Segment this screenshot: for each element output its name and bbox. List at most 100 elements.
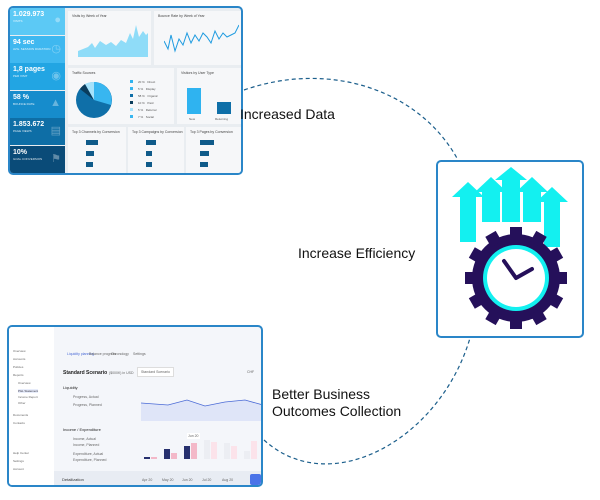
month-label: Aug 20 bbox=[222, 478, 234, 482]
traffic-pct: 5 % bbox=[138, 87, 144, 91]
kpi-label: Goal conversion bbox=[13, 156, 43, 161]
analytics-dashboard-screenshot: 1.029.973Visits●94 secAvg. session durat… bbox=[8, 6, 243, 175]
traffic-name: Direct bbox=[147, 80, 156, 84]
arrow-up-icon bbox=[452, 167, 568, 247]
traffic-name: Paid bbox=[147, 101, 154, 105]
label-line-2: Outcomes Collection bbox=[272, 403, 402, 419]
tab[interactable]: Chronology bbox=[111, 352, 129, 356]
eye-icon: ◉ bbox=[51, 70, 61, 82]
connector-top bbox=[243, 77, 459, 161]
sidebar-item[interactable]: Settings bbox=[13, 459, 24, 463]
traffic-legend-item: 5 % Referral bbox=[130, 108, 156, 112]
sidebar-item[interactable]: Documents bbox=[13, 413, 29, 417]
traffic-pct: 10 % bbox=[138, 101, 145, 105]
visits-area-chart bbox=[78, 25, 148, 57]
kpi-value: 94 sec bbox=[13, 38, 35, 46]
kpi-label: Page views bbox=[13, 129, 32, 133]
kpi-label: Bounce rate bbox=[13, 101, 35, 106]
sidebar-item[interactable]: Overview bbox=[13, 349, 26, 353]
kpi-label: Per visit bbox=[13, 74, 28, 78]
traffic-pct: 20 % bbox=[138, 80, 145, 84]
pages-card: Top 3 Pages by Conversion bbox=[186, 127, 241, 173]
visits-chart-card: Visits by Week of Year bbox=[68, 11, 151, 65]
kpi-label: Visits bbox=[13, 19, 23, 23]
traffic-legend-item: 5 % Display bbox=[130, 87, 156, 91]
document-icon: ▤ bbox=[50, 125, 61, 137]
label-increased-data: Increased Data bbox=[240, 106, 335, 122]
currency-select[interactable]: CHF bbox=[247, 370, 255, 374]
sidebar-item[interactable]: Income Report bbox=[18, 395, 38, 399]
scenario-select[interactable]: Standard Scenario bbox=[137, 367, 174, 377]
detailization-select[interactable]: Detailization bbox=[62, 477, 84, 482]
pages-title: Top 3 Pages by Conversion bbox=[190, 130, 233, 134]
chart-tooltip: Jun 20 bbox=[187, 433, 200, 439]
kpi-tile: 58 %Bounce rate ▲ bbox=[10, 90, 65, 118]
sidebar-item[interactable]: Contacts bbox=[13, 421, 25, 425]
tab[interactable]: Balance progress bbox=[89, 352, 117, 356]
warning-icon: ▲ bbox=[50, 96, 61, 109]
kpi-tile: 94 secAvg. session duration◷ bbox=[10, 35, 65, 63]
scenario-title: Standard Scenario bbox=[63, 370, 108, 376]
traffic-pct: 5 % bbox=[138, 108, 144, 112]
label-increase-efficiency: Increase Efficiency bbox=[298, 245, 416, 261]
sidebar-item[interactable]: P&L Statement bbox=[18, 389, 39, 393]
kpi-label: Avg. session duration bbox=[13, 46, 51, 51]
scenario-subtitle: ($000K) in USD bbox=[109, 371, 134, 375]
kpi-value: 58 % bbox=[13, 93, 29, 101]
settings-fab-button[interactable] bbox=[250, 474, 261, 485]
visitor-title: Visitors by User Type bbox=[181, 71, 214, 75]
month-label: Jul 20 bbox=[202, 478, 212, 482]
gear-icon bbox=[465, 227, 567, 329]
gear-clock-arrows-icon bbox=[452, 167, 568, 329]
month-label: Jun 20 bbox=[182, 478, 193, 482]
legend-expenditure-planned: Expenditure, Planned bbox=[73, 458, 107, 462]
legend-income-planned: Income, Planned bbox=[73, 443, 100, 447]
legend-progress-actual: Progress, Actual bbox=[73, 395, 99, 399]
traffic-title: Traffic Sources bbox=[72, 71, 96, 75]
month-label: Apr 20 bbox=[142, 478, 153, 482]
sidebar-item[interactable]: Policies bbox=[13, 365, 24, 369]
traffic-pct: 7 % bbox=[138, 115, 144, 119]
kpi-tile: 10%Goal conversion⚑ bbox=[10, 145, 65, 173]
bar-returning bbox=[217, 102, 231, 114]
traffic-pct: 58 % bbox=[138, 94, 145, 98]
connector-bottom bbox=[263, 337, 471, 465]
kpi-tile: 1,8 pagesPer visit ◉ bbox=[10, 63, 65, 90]
traffic-name: Organic bbox=[147, 94, 158, 98]
sidebar-item[interactable]: Accounts bbox=[13, 357, 26, 361]
tab[interactable]: Liquidity planning bbox=[67, 352, 95, 356]
legend-progress-planned: Progress, Planned bbox=[73, 403, 102, 407]
traffic-legend-item: 20 % Direct bbox=[130, 80, 155, 84]
bar-new bbox=[187, 88, 201, 114]
label-better-outcomes: Better Business Outcomes Collection bbox=[272, 386, 401, 420]
label-line-1: Better Business bbox=[272, 386, 371, 402]
liquidity-area-chart bbox=[140, 399, 261, 421]
label-new: New bbox=[189, 117, 196, 121]
sidebar-item[interactable]: Help Center bbox=[13, 451, 30, 455]
legend-expenditure-actual: Expenditure, Actual bbox=[73, 452, 104, 456]
tab[interactable]: Settings bbox=[133, 352, 146, 356]
traffic-name: Referral bbox=[145, 108, 157, 112]
traffic-legend-item: 10 % Paid bbox=[130, 101, 153, 105]
traffic-legend-item: 7 % Social bbox=[130, 115, 154, 119]
sidebar-item[interactable]: Other bbox=[18, 401, 26, 405]
bounce-chart-card: Bounce Rate by Week of Year bbox=[154, 11, 241, 65]
sidebar-item[interactable]: Account bbox=[13, 467, 24, 471]
visits-chart-title: Visits by Week of Year bbox=[72, 14, 107, 18]
sidebar-item[interactable]: Overview bbox=[18, 381, 31, 385]
traffic-sources-card: Traffic Sources 20 % Direct 5 % Display 58… bbox=[68, 68, 174, 124]
efficiency-icon-frame bbox=[436, 160, 584, 338]
income-bar-chart bbox=[144, 440, 257, 459]
visitor-type-card: Visitors by User Type New Returning bbox=[177, 68, 241, 124]
flag-icon: ⚑ bbox=[51, 152, 61, 165]
user-icon: ● bbox=[54, 14, 61, 26]
kpi-value: 1,8 pages bbox=[13, 66, 45, 73]
channels-card: Top 3 Channels by Conversion bbox=[68, 127, 126, 173]
sidebar-item[interactable]: Reports bbox=[13, 373, 24, 377]
income-title: Income / Expenditure bbox=[63, 427, 101, 432]
clock-icon: ◷ bbox=[51, 42, 61, 55]
